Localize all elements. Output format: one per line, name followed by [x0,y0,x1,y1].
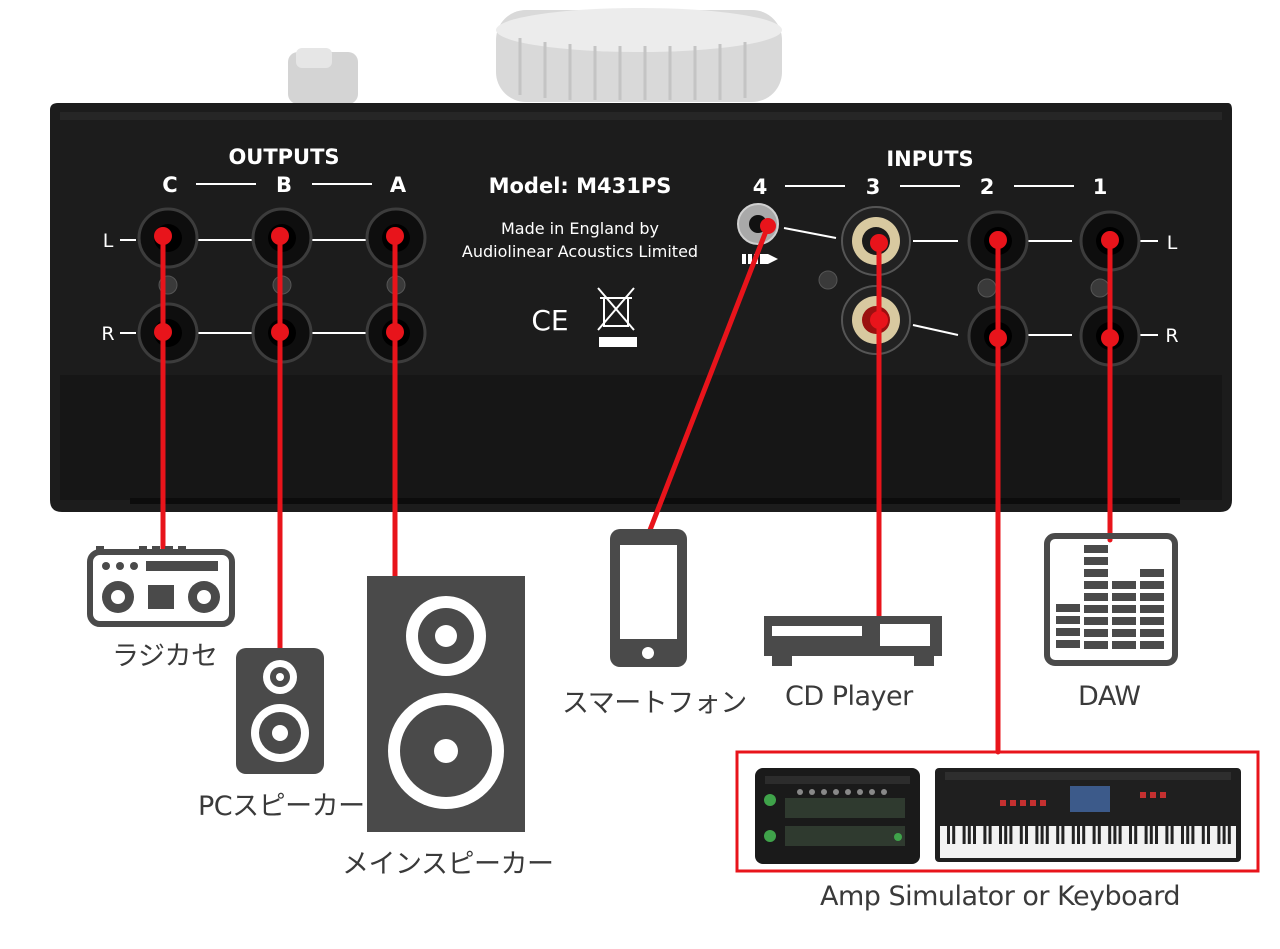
daw-icon [1044,533,1178,666]
black-key [1207,826,1210,844]
main-speaker-icon [367,576,525,832]
black-key [1025,826,1028,844]
output-letter-b: B [276,173,292,197]
outputs-heading: OUTPUTS [228,145,339,169]
pc-speaker-label: PCスピーカー [198,791,365,822]
input-number-4: 4 [753,175,768,199]
black-key [1144,826,1148,844]
black-key [1092,826,1096,844]
input-left-label: L [1167,232,1178,254]
black-key [1181,826,1184,844]
made-in-line1: Made in England by [501,219,659,238]
black-key [1201,826,1205,844]
model-label: Model: M431PS [489,174,672,198]
black-key [1191,826,1195,844]
black-key [1019,826,1023,844]
black-key [1071,826,1075,844]
output-letter-c: C [162,173,177,197]
black-key [1217,826,1221,844]
cd-player-label: CD Player [785,681,913,712]
input-right-label: R [1165,325,1178,347]
smartphone-label: スマートフォン [562,688,747,719]
cd-player-icon [764,616,942,666]
black-key [1186,826,1190,844]
device-chassis [50,103,1232,512]
black-key [1165,826,1169,844]
black-key [1009,826,1013,844]
amp-keyboard-label: Amp Simulator or Keyboard [820,881,1181,912]
keyboard-image [935,768,1241,862]
black-key [1129,826,1132,844]
made-in-line2: Audiolinear Acoustics Limited [462,242,698,261]
black-key [1061,826,1065,844]
inputs-heading: INPUTS [886,147,973,171]
pc-speaker-icon [236,648,324,774]
black-key [973,826,976,844]
ce-mark: CE [531,304,568,337]
connection-cables [160,223,1113,755]
input-number-2: 2 [980,175,995,199]
output-right-label: R [101,323,114,345]
black-key [1004,826,1008,844]
black-key [1149,826,1153,844]
black-key [1227,826,1231,844]
input-number-1: 1 [1093,175,1108,199]
black-key [1035,826,1039,844]
black-key [952,826,956,844]
black-key [1108,826,1112,844]
keyboard-keys [947,826,1231,844]
amp-keyboard-group [735,750,1260,873]
black-key [1170,826,1174,844]
black-key [1134,826,1138,844]
black-key [988,826,992,844]
input-number-3: 3 [866,175,881,199]
small-knob [288,48,358,104]
daw-label: DAW [1078,681,1141,712]
black-key [962,826,966,844]
boombox-icon [87,546,235,627]
smartphone-icon [610,529,687,667]
black-key [1045,826,1049,844]
black-key [1040,826,1044,844]
black-key [999,826,1002,844]
rajikase-label: ラジカセ [112,641,218,672]
black-key [1097,826,1101,844]
black-key [983,826,987,844]
volume-knob [496,8,782,102]
amp-simulator-image [755,768,920,864]
main-speaker-label: メインスピーカー [342,849,554,880]
black-key [1077,826,1080,844]
black-key [1082,826,1086,844]
black-key [967,826,971,844]
black-key [947,826,950,844]
output-left-label: L [103,230,114,252]
weee-bin-icon [597,287,637,347]
black-key [1113,826,1117,844]
black-key [1222,826,1226,844]
black-key [1155,826,1158,844]
output-letter-a: A [390,173,407,197]
black-key [1056,826,1060,844]
black-key [1118,826,1122,844]
